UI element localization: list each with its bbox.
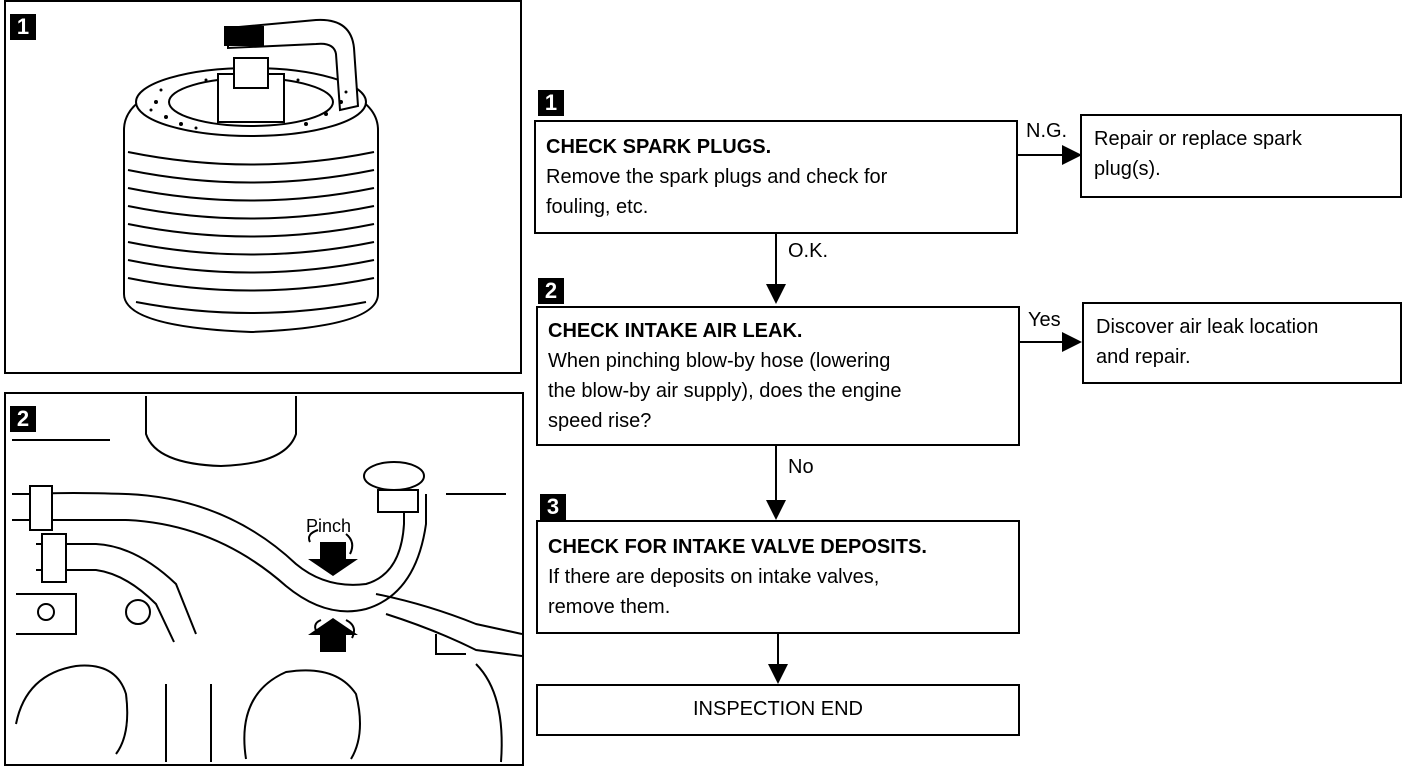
blowby-hose-drawing [12, 396, 522, 763]
pinch-arrow-down [308, 542, 358, 576]
step-title: CHECK FOR INTAKE VALVE DEPOSITS. [548, 536, 927, 558]
flow-label-ng: N.G. [1026, 120, 1068, 142]
step-number-2: 2 [538, 278, 564, 304]
illustration-number-2: 2 [10, 406, 36, 432]
result-box-repair-air-leak: Discover air leak location and repair. [1082, 302, 1402, 384]
electrode-tip [224, 26, 264, 46]
step-box-check-spark-plugs: CHECK SPARK PLUGS. Remove the spark plug… [534, 120, 1018, 234]
step-number-1: 1 [538, 90, 564, 116]
step-body: When pinching blow-by hose (lowering the… [548, 350, 902, 432]
step-body: If there are deposits on intake valves, … [548, 566, 880, 618]
step-body: Remove the spark plugs and check for fou… [546, 166, 888, 218]
illustration-blowby-hose: 2 Pinch [4, 392, 524, 766]
pinch-label: Pinch [306, 516, 352, 536]
flow-label-ok: O.K. [788, 240, 829, 262]
spark-plug-drawing [123, 18, 379, 334]
result-box-replace-plugs: Repair or replace spark plug(s). [1080, 114, 1402, 198]
step-title: CHECK INTAKE AIR LEAK. [548, 320, 803, 342]
illustration-number-1: 1 [10, 14, 36, 40]
illustration-spark-plug: 1 [4, 0, 522, 374]
step-box-check-intake-valve-deposits: CHECK FOR INTAKE VALVE DEPOSITS. If ther… [536, 520, 1020, 634]
step-number-3: 3 [540, 494, 566, 520]
flow-label-yes: Yes [1028, 309, 1061, 331]
step-box-check-intake-air-leak: CHECK INTAKE AIR LEAK. When pinching blo… [536, 306, 1020, 446]
pinch-arrow-up [308, 618, 358, 652]
flow-label-no: No [788, 456, 814, 478]
inspection-end-box: INSPECTION END [536, 684, 1020, 736]
step-title: CHECK SPARK PLUGS. [546, 136, 772, 158]
